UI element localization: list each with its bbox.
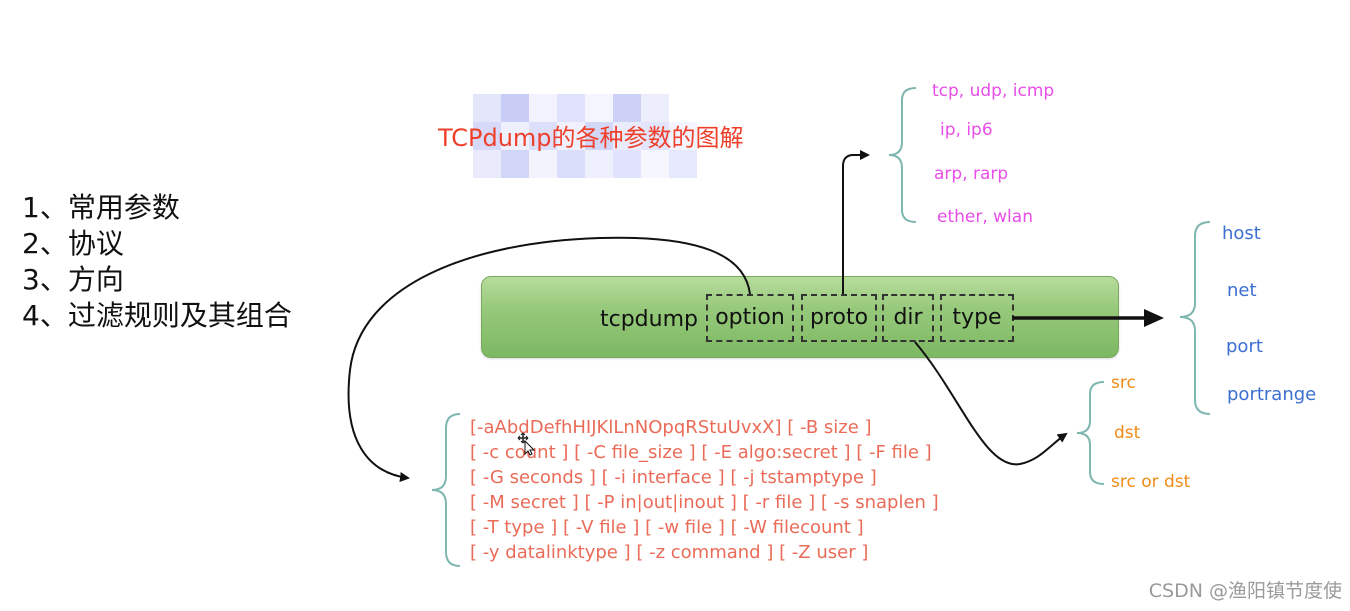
arrow-proto-to-protocols: [842, 150, 870, 294]
option-line: [ -G seconds ] [ -i interface ] [ -j tst…: [470, 467, 877, 488]
topic-item-direction: 3、方向: [22, 263, 124, 296]
option-line: [ -y datalinktype ] [ -z command ] [ -Z …: [470, 542, 869, 563]
tcpdump-command-bar: [481, 276, 1119, 358]
csdn-watermark: CSDN @渔阳镇节度使: [1148, 580, 1342, 602]
topic-item-common-params: 1、常用参数: [22, 191, 180, 224]
type-value-port: port: [1226, 336, 1263, 357]
option-param-label: option: [715, 305, 785, 330]
proto-value-ip: ip, ip6: [940, 120, 993, 140]
arrow-dir-to-directions: [914, 341, 1068, 466]
move-cursor-icon: [517, 432, 536, 456]
type-brace: [1179, 221, 1211, 415]
option-line: [ -M secret ] [ -P in|out|inout ] [ -r f…: [470, 492, 939, 513]
command-name-tcpdump: tcpdump: [600, 307, 698, 332]
topic-item-filter-rules: 4、过滤规则及其组合: [22, 299, 292, 332]
proto-value-link: ether, wlan: [937, 207, 1033, 227]
option-lines-brace: [431, 413, 461, 567]
dir-value-dst: dst: [1114, 423, 1141, 443]
title-pixel-highlight: [473, 94, 697, 178]
protocol-brace: [888, 87, 917, 223]
topic-item-protocol: 2、协议: [22, 227, 124, 260]
dir-value-src: src: [1111, 373, 1136, 393]
topic-list: 1、常用参数 2、协议 3、方向 4、过滤规则及其组合: [22, 190, 292, 334]
proto-value-arp: arp, rarp: [934, 164, 1009, 184]
dir-param-label: dir: [893, 305, 923, 330]
direction-brace: [1076, 381, 1105, 485]
type-value-portrange: portrange: [1227, 384, 1317, 405]
proto-value-transport: tcp, udp, icmp: [932, 81, 1055, 101]
proto-param-box: proto: [801, 294, 877, 342]
option-line: [-aAbdDefhHIJKlLnNOpqRStuUvxX] [ -B size…: [470, 417, 872, 438]
diagram-title: TCPdump的各种参数的图解: [438, 124, 744, 152]
type-param-label: type: [952, 305, 1002, 330]
dir-param-box: dir: [882, 294, 934, 342]
option-line: [ -T type ] [ -V file ] [ -w file ] [ -W…: [470, 517, 864, 538]
option-line: [ -c count ] [ -C file_size ] [ -E algo:…: [470, 442, 932, 463]
option-param-box: option: [706, 294, 794, 342]
type-value-host: host: [1222, 223, 1261, 244]
dir-value-src-or-dst: src or dst: [1111, 472, 1191, 492]
proto-param-label: proto: [809, 305, 869, 330]
type-value-net: net: [1227, 280, 1257, 301]
type-param-box: type: [940, 294, 1014, 342]
